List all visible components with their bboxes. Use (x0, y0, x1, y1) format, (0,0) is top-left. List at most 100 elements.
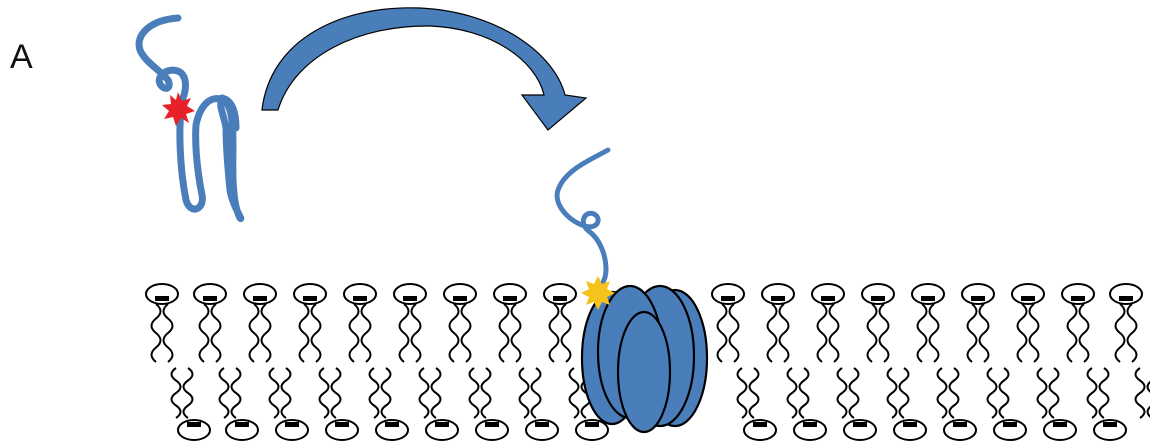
lipid-tail (950, 368, 959, 418)
lipid-tail (470, 368, 479, 418)
lipid-head-mark (253, 296, 267, 301)
lipid-tail (482, 368, 491, 418)
lipid-tail (270, 368, 279, 418)
lipid-head-mark (821, 296, 835, 301)
lipid-head-mark (721, 296, 735, 301)
lipid-head-mark (235, 422, 249, 427)
lipid-tail (320, 368, 329, 418)
lipid-head-mark (303, 296, 317, 301)
lipid-tail (1038, 368, 1047, 418)
lipid-tail (212, 304, 221, 362)
lipid-tail (432, 368, 441, 418)
lipid-head-mark (971, 296, 985, 301)
lipid-tail (980, 304, 989, 362)
lipid-head-mark (1021, 296, 1035, 301)
lipid-tail (1050, 368, 1059, 418)
lipid-tail (520, 368, 529, 418)
lipid-tail (400, 304, 409, 362)
lipid-tail (412, 304, 421, 362)
lipid-head-mark (403, 296, 417, 301)
lipid-head-mark (435, 422, 449, 427)
lipid-head-mark (335, 422, 349, 427)
lipid-tail (838, 368, 847, 418)
lipid-head-mark (771, 296, 785, 301)
lipid-head-mark (803, 422, 817, 427)
lipid-tail (200, 304, 209, 362)
free-protein (139, 18, 241, 219)
lipid-head-mark (1103, 422, 1117, 427)
lipid-tail (332, 368, 341, 418)
lipid-tail (312, 304, 321, 362)
lipid-head-mark (553, 296, 567, 301)
lipid-head-mark (1003, 422, 1017, 427)
lipid-tail (450, 304, 459, 362)
lipid-head-mark (903, 422, 917, 427)
lipid-tail (420, 368, 429, 418)
lipid-tail (768, 304, 777, 362)
lipid-tail (550, 304, 559, 362)
lipid-tail (738, 368, 747, 418)
lipid-tail (232, 368, 241, 418)
lipid-tail (888, 368, 897, 418)
lipid-head-mark (353, 296, 367, 301)
lipid-tail (900, 368, 909, 418)
lipid-head-mark (753, 422, 767, 427)
lipid-tail (1030, 304, 1039, 362)
lipid-tail (362, 304, 371, 362)
lipid-tail (570, 368, 579, 418)
lipid-head-mark (535, 422, 549, 427)
lipid-head-mark (453, 296, 467, 301)
lipid-tail (1128, 304, 1137, 362)
lipid-tail (1100, 368, 1109, 418)
lipid-head-mark (921, 296, 935, 301)
lipid-head-mark (485, 422, 499, 427)
lipid-tail (282, 368, 291, 418)
lipid-tail (1136, 368, 1145, 418)
lipid-tail (850, 368, 859, 418)
lipid-tail (1088, 368, 1097, 418)
lipid-tail (1080, 304, 1089, 362)
lipid-tail (250, 304, 259, 362)
lipid-head-mark (1071, 296, 1085, 301)
lipid-tail (930, 304, 939, 362)
lipid-tail (918, 304, 927, 362)
lipid-tail (830, 304, 839, 362)
lipid-head-mark (871, 296, 885, 301)
lipid-tail (868, 304, 877, 362)
red-star-icon (162, 92, 195, 126)
lipid-tail (718, 304, 727, 362)
lipid-head-mark (203, 296, 217, 301)
lipid-tail (220, 368, 229, 418)
lipid-tail (532, 368, 541, 418)
lipid-tail (988, 368, 997, 418)
lipid-head-mark (155, 296, 169, 301)
lipid-head-mark (285, 422, 299, 427)
anchored-protein (557, 150, 608, 292)
lipid-tail (1116, 304, 1125, 362)
lipid-head-mark (853, 422, 867, 427)
lipid-tail (562, 304, 571, 362)
lipid-head-mark (953, 422, 967, 427)
lipid-tail (512, 304, 521, 362)
lipid-head-mark (503, 296, 517, 301)
lipid-tail (350, 304, 359, 362)
lipid-tail (262, 304, 271, 362)
lipid-tail (730, 304, 739, 362)
lipid-tail (500, 304, 509, 362)
lipid-tail (1068, 304, 1077, 362)
yellow-star-icon (581, 276, 615, 310)
lipid-tail (462, 304, 471, 362)
lipid-tail (1018, 304, 1027, 362)
lipid-head-mark (187, 422, 201, 427)
lipid-tail (750, 368, 759, 418)
lipid-tail (172, 368, 181, 418)
lipid-tail (164, 304, 173, 362)
lipid-tail (300, 304, 309, 362)
curved-arrow (262, 8, 586, 130)
lipid-head-mark (385, 422, 399, 427)
lipid-tail (152, 304, 161, 362)
lipid-tail (184, 368, 193, 418)
lipid-tail (800, 368, 809, 418)
lipid-tail (370, 368, 379, 418)
